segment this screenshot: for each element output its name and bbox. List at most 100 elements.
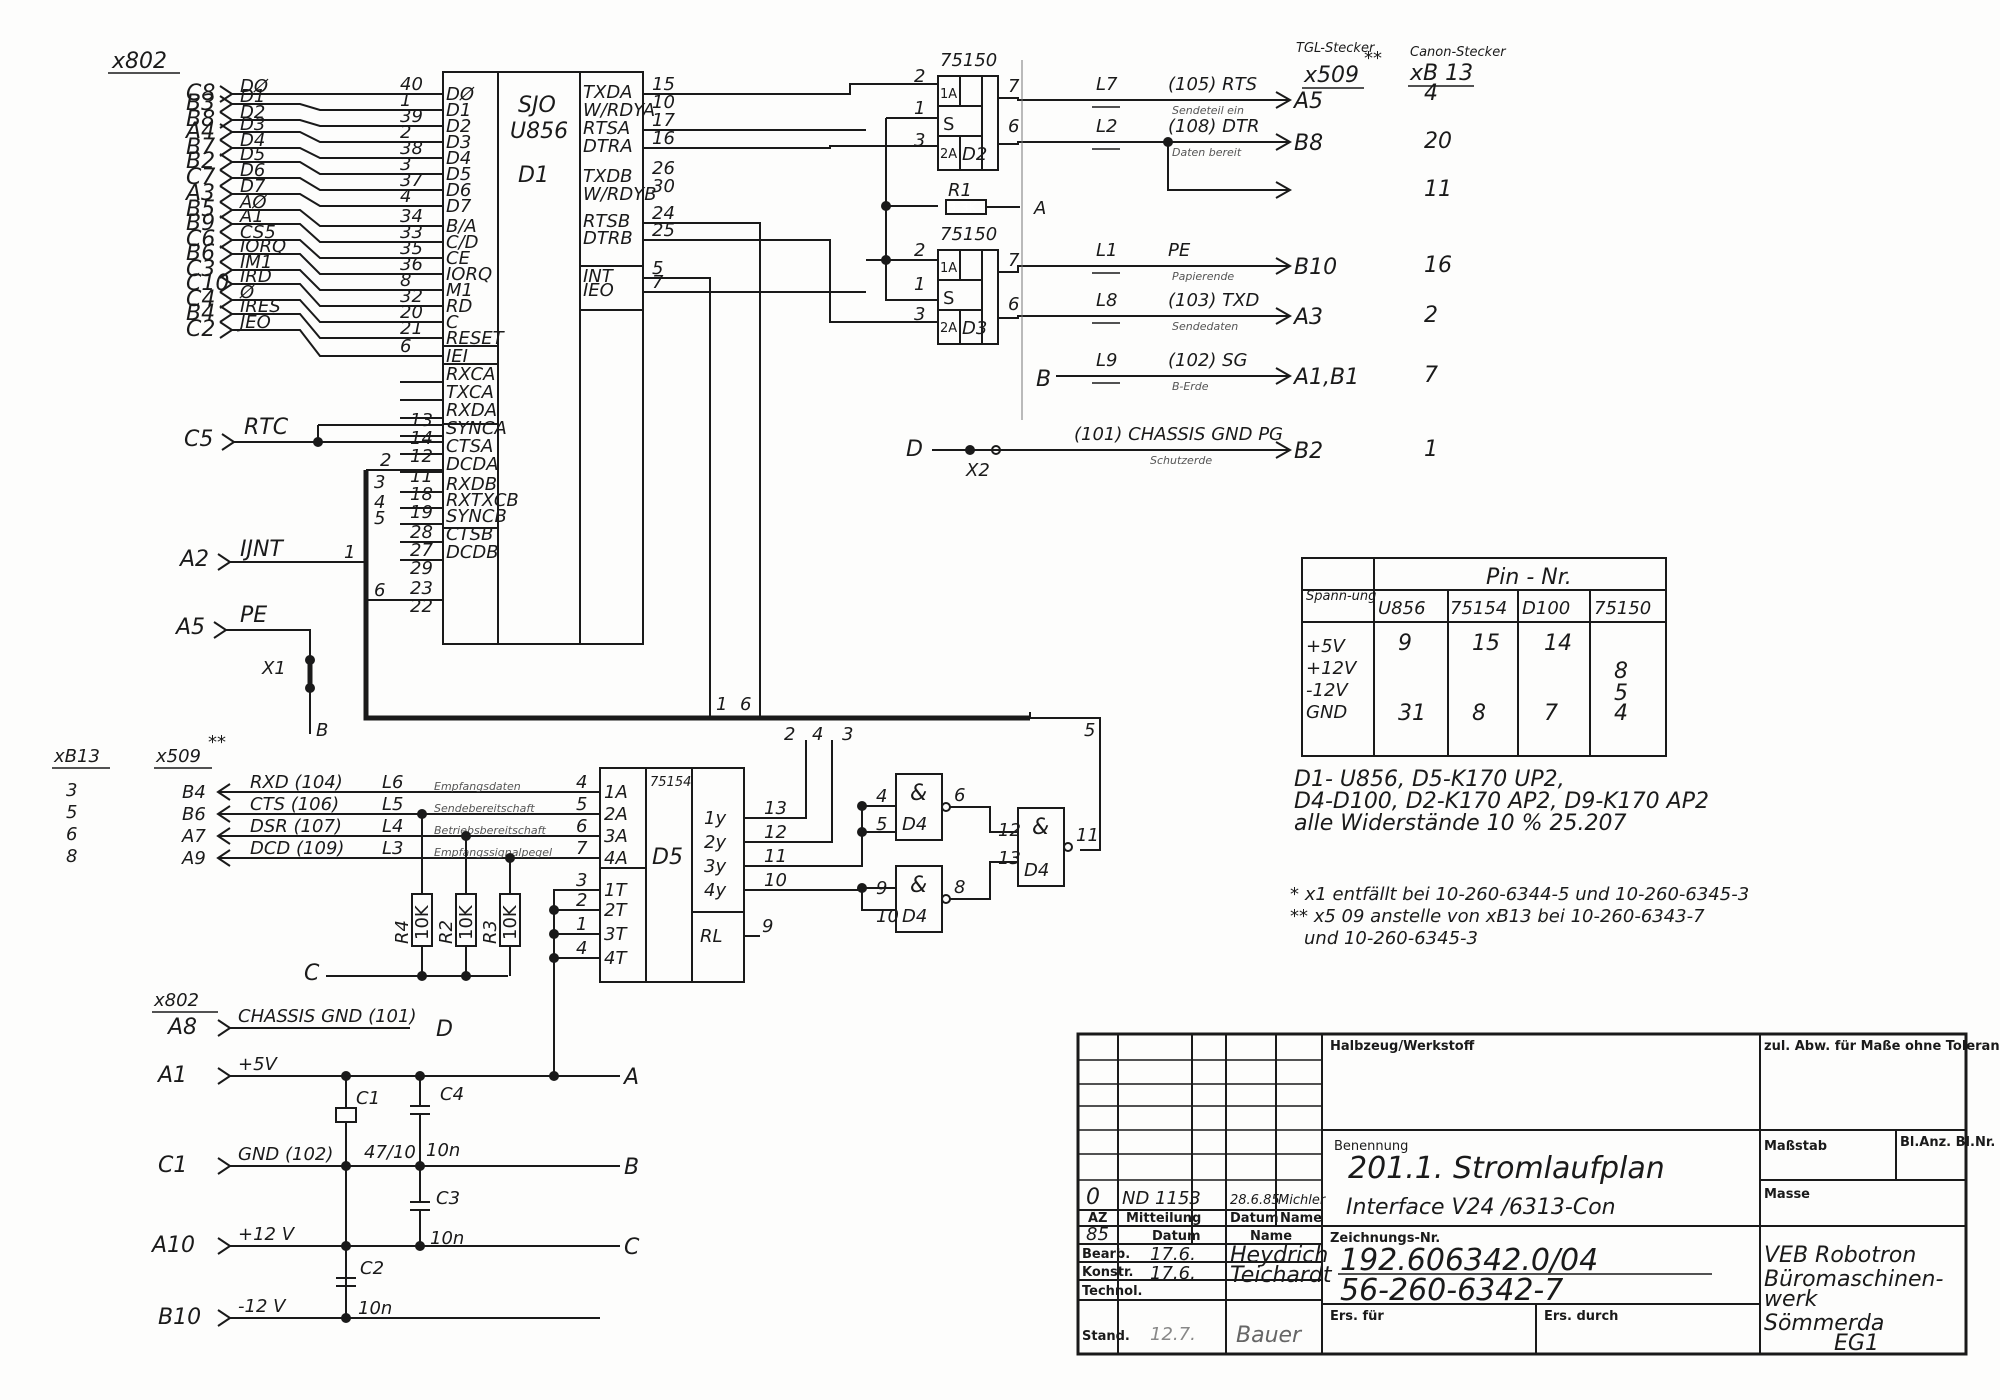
- svg-text:D: D: [906, 437, 923, 462]
- u856-right-pin-number: 24: [652, 203, 675, 224]
- d5-chip: 75154 D5 1y 2y 3y 4y RL 9: [599, 767, 773, 983]
- svg-text:RL: RL: [700, 926, 723, 947]
- svg-text:EG1: EG1: [1834, 1331, 1879, 1356]
- rx-gate: 4A: [604, 848, 628, 869]
- svg-text:10n: 10n: [426, 1140, 460, 1161]
- left-signal-name: D2: [240, 102, 265, 123]
- u856-chip: SJO U856 D1 DØD1D2D3D4D5D6D7B/AC/DCEIORQ…: [400, 71, 675, 645]
- x509-pin: A7: [181, 826, 206, 847]
- int-line: A2 IJNT 1: [178, 537, 366, 572]
- left-pin-number: 32: [400, 286, 423, 307]
- power-section: x802: [152, 990, 218, 1013]
- power-label: +5V: [238, 1054, 279, 1075]
- signal-note: Schutzerde: [1150, 454, 1212, 467]
- signal-name: (102) SG: [1168, 350, 1248, 371]
- line-driver-ref: L8: [1096, 290, 1117, 311]
- svg-text:3: 3: [914, 130, 925, 151]
- svg-text:Stand.: Stand.: [1082, 1329, 1130, 1344]
- svg-text:U856: U856: [1378, 598, 1426, 619]
- svg-text:TGL-Stecker: TGL-Stecker: [1296, 41, 1376, 56]
- svg-text:ÄZ: ÄZ: [1088, 1210, 1108, 1226]
- svg-text:1: 1: [576, 914, 587, 935]
- svg-text:Name: Name: [1280, 1211, 1322, 1226]
- c-net-line: C: [304, 961, 508, 986]
- svg-text:5: 5: [1084, 720, 1095, 741]
- svg-text:10n: 10n: [430, 1228, 464, 1249]
- source-lines: B D X2: [906, 367, 1051, 481]
- x509-pin: B6: [182, 804, 206, 825]
- power-label: CHASSIS GND (101): [238, 1006, 416, 1027]
- svg-text:Canon-Stecker: Canon-Stecker: [1410, 45, 1507, 60]
- u856-left-pins: DØD1D2D3D4D5D6D7B/AC/DCEIORQM1RDCRESETIE…: [400, 84, 519, 617]
- resistor-value: 10K: [500, 904, 521, 940]
- svg-text:3: 3: [576, 870, 587, 891]
- pe-line: A5 PE X1 B: [174, 603, 328, 741]
- power-connector: B10: [158, 1305, 201, 1330]
- lower-left-headers: xB13 x509 **: [52, 732, 226, 769]
- left-connector-label: C10: [186, 271, 229, 296]
- u856-left-pin: D4: [446, 148, 471, 169]
- power-connector: A8: [166, 1015, 197, 1040]
- u856-lower-pin-number: 14: [410, 428, 433, 449]
- svg-text:C4: C4: [440, 1084, 464, 1105]
- left-connector-label: B9: [186, 211, 215, 236]
- resistor-ref: R2: [436, 920, 457, 944]
- svg-text:x802: x802: [153, 990, 199, 1011]
- svg-text:B: B: [1036, 367, 1051, 392]
- svg-text:Ers. für: Ers. für: [1330, 1309, 1384, 1324]
- svg-text:Büromaschinen-: Büromaschinen-: [1764, 1267, 1943, 1292]
- rx-gate: 1A: [604, 782, 628, 803]
- left-signal-name: D6: [240, 160, 265, 181]
- svg-text:17.6.: 17.6.: [1150, 1244, 1196, 1265]
- svg-text:9: 9: [762, 916, 773, 937]
- svg-text:201.1. Stromlaufplan: 201.1. Stromlaufplan: [1348, 1151, 1665, 1186]
- svg-text:11: 11: [764, 846, 787, 867]
- svg-text:-12V: -12V: [1306, 680, 1349, 701]
- left-connector-label: B7: [186, 135, 215, 160]
- svg-text:C5: C5: [184, 427, 213, 452]
- svg-text:** x5 09 anstelle von xB13: ** x5 09 anstelle von xB13 bei 10-260-63…: [1290, 906, 1705, 927]
- resistor-ref: R3: [480, 920, 501, 944]
- u856-left-pin: RXTXCB: [446, 490, 519, 511]
- svg-text:12.7.: 12.7.: [1150, 1324, 1196, 1345]
- svg-text:3.3K: 3.3K: [948, 201, 978, 216]
- svg-text:2: 2: [914, 240, 925, 261]
- power-connector: C1: [158, 1153, 187, 1178]
- rx-line-ref: L6: [382, 772, 403, 793]
- svg-text:2A: 2A: [940, 147, 957, 162]
- u856-left-pin: IORQ: [446, 264, 492, 285]
- left-pin-number: 36: [400, 254, 423, 275]
- svg-text:D4: D4: [1024, 860, 1049, 881]
- svg-text:+5V: +5V: [1306, 636, 1347, 657]
- svg-text:28.6.85: 28.6.85: [1230, 1193, 1280, 1208]
- svg-text:31: 31: [1398, 701, 1426, 726]
- svg-text:3: 3: [842, 724, 853, 745]
- svg-text:C3: C3: [436, 1188, 460, 1209]
- line-driver-ref: L2: [1096, 116, 1117, 137]
- signal-note: B-Erde: [1172, 380, 1209, 393]
- svg-text:6: 6: [954, 785, 965, 806]
- rx-pin: 4: [576, 772, 587, 793]
- u856-right-pin-number: 17: [652, 110, 675, 131]
- u856-left-pin: D1: [446, 100, 471, 121]
- left-pin-number: 40: [400, 74, 423, 95]
- svg-text:1: 1: [716, 694, 727, 715]
- u856-right-pin: TXDA: [583, 82, 633, 103]
- svg-text:A: A: [1033, 198, 1046, 219]
